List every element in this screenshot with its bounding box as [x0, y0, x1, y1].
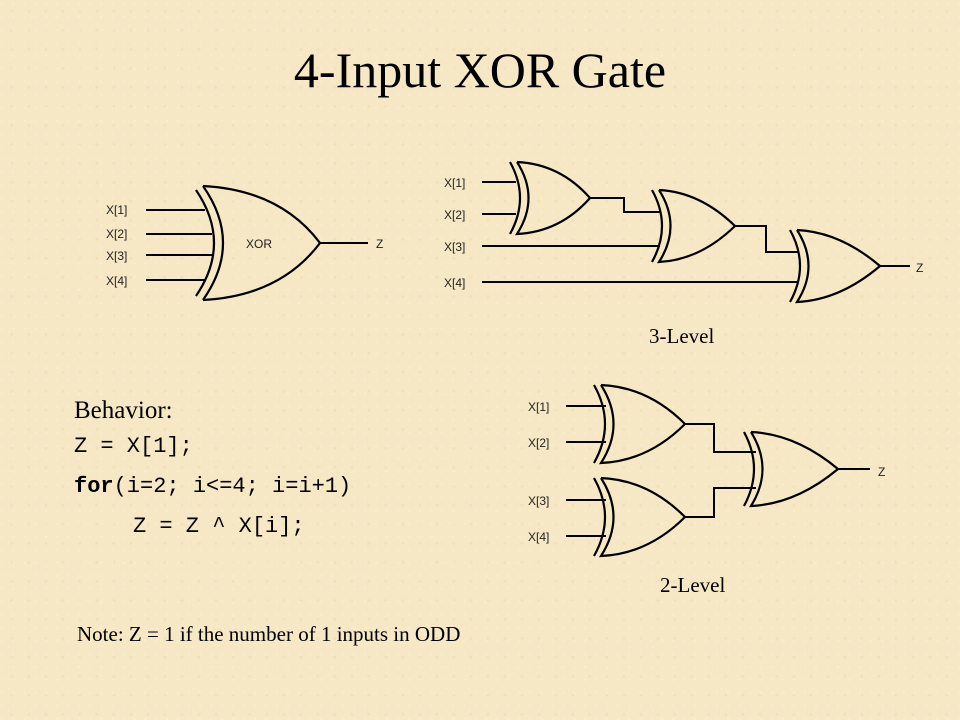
input-label: X[1] [444, 176, 465, 190]
xor-gate [651, 188, 737, 264]
xor-gate [789, 228, 882, 304]
single-xor-gate: X[1] X[2] X[3] X[4] XOR Z [106, 184, 383, 302]
gate-label: XOR [246, 237, 272, 251]
code-line-3: Z = Z ^ X[i]; [133, 514, 305, 539]
input-label: X[3] [444, 240, 465, 254]
input-label: X[1] [528, 400, 549, 414]
output-label: Z [376, 237, 383, 251]
two-level-diagram: X[1] X[2] X[3] X[4] Z [528, 383, 885, 558]
code-loop-header: (i=2; i<=4; i=i+1) [113, 474, 352, 499]
input-label: X[4] [106, 274, 127, 288]
three-level-caption: 3-Level [649, 324, 715, 348]
input-label: X[1] [106, 203, 127, 217]
xor-gate [509, 160, 592, 236]
code-line-1: Z = X[1]; [74, 434, 193, 459]
behavior-heading: Behavior: [74, 397, 173, 424]
three-level-diagram: X[1] X[2] X[3] X[4] Z [444, 160, 923, 304]
input-label: X[2] [528, 436, 549, 450]
output-label: Z [878, 465, 885, 479]
footnote: Note: Z = 1 if the number of 1 inputs in… [77, 622, 461, 646]
xor-gate [593, 383, 687, 465]
input-label: X[2] [106, 227, 127, 241]
xor-extra-arc [202, 185, 225, 301]
input-label: X[4] [444, 276, 465, 290]
code-line-2: for(i=2; i<=4; i=i+1) [74, 474, 351, 500]
input-label: X[3] [528, 494, 549, 508]
output-label: Z [916, 261, 923, 275]
xor-gate [743, 430, 840, 508]
input-label: X[3] [106, 249, 127, 263]
slide-title: 4-Input XOR Gate [293, 42, 667, 98]
xor-gate [593, 476, 687, 558]
xor-inner-arc [195, 189, 215, 297]
input-label: X[2] [444, 208, 465, 222]
input-label: X[4] [528, 530, 549, 544]
code-keyword-for: for [74, 474, 114, 499]
two-level-caption: 2-Level [660, 573, 726, 597]
